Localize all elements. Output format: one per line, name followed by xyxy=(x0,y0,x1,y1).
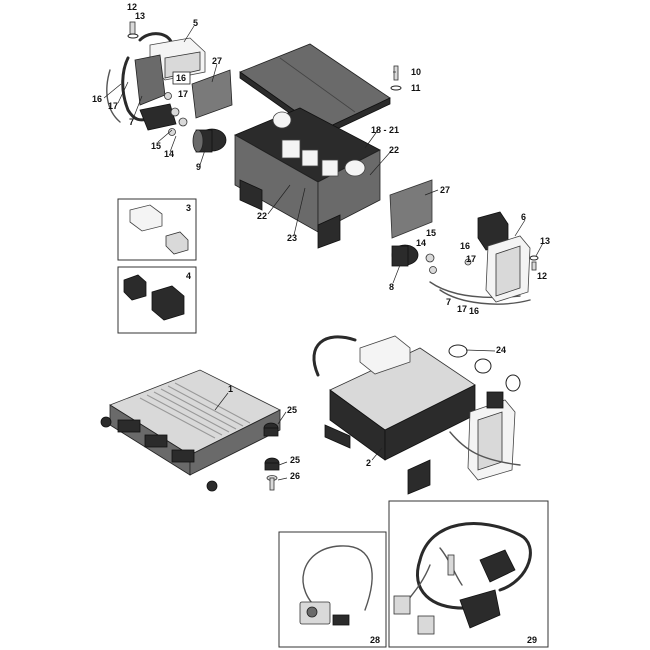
o-rings-24 xyxy=(448,344,521,392)
callout-labels: 12 13 5 27 16 17 16 17 7 15 14 9 10 11 1… xyxy=(92,2,550,645)
bolt-12-13-right xyxy=(529,255,539,271)
callout-9: 9 xyxy=(196,162,201,172)
cable-item-28 xyxy=(299,545,373,626)
callout-7-right: 7 xyxy=(446,297,451,307)
callout-25-upper: 25 xyxy=(287,405,297,415)
callout-15-right: 15 xyxy=(426,228,436,238)
callout-10: 10 xyxy=(411,67,421,77)
callout-6: 6 xyxy=(521,212,526,222)
callout-16-box xyxy=(172,71,191,85)
callout-5: 5 xyxy=(193,18,198,28)
callout-25-lower: 25 xyxy=(290,455,300,465)
callout-17-right: 17 xyxy=(466,254,476,264)
callout-29: 29 xyxy=(527,635,537,645)
callout-3: 3 xyxy=(186,203,191,213)
callout-4: 4 xyxy=(186,271,191,281)
callout-8: 8 xyxy=(389,282,394,292)
callout-15-left: 15 xyxy=(151,141,161,151)
connector-item-4 xyxy=(123,274,185,321)
callout-1: 1 xyxy=(228,384,233,394)
callout-12-top: 12 xyxy=(127,2,137,12)
connector-item-3 xyxy=(129,204,189,255)
bolt-12-13-top xyxy=(127,21,139,39)
callout-11: 11 xyxy=(411,83,421,93)
callout-13-top: 13 xyxy=(135,11,145,21)
callout-24: 24 xyxy=(496,345,506,355)
harness-bracket-right xyxy=(425,211,531,305)
callout-28: 28 xyxy=(370,635,380,645)
frame-item-28 xyxy=(278,531,387,648)
callout-26: 26 xyxy=(290,471,300,481)
callout-7-left: 7 xyxy=(129,117,134,127)
callout-16-top: 16 xyxy=(176,73,186,83)
callout-27-left: 27 xyxy=(212,56,222,66)
callout-22-left: 22 xyxy=(257,211,267,221)
connector-9 xyxy=(192,128,227,153)
assembled-unit-2 xyxy=(312,335,521,495)
callout-14-right: 14 xyxy=(416,238,426,248)
callout-23: 23 xyxy=(287,233,297,243)
connector-8 xyxy=(391,244,419,267)
callout-16-left: 16 xyxy=(92,94,102,104)
callout-12-right: 12 xyxy=(537,271,547,281)
bolt-10-11 xyxy=(390,65,402,91)
callout-13-right: 13 xyxy=(540,236,550,246)
callout-16-right: 16 xyxy=(460,241,470,251)
leader-lines xyxy=(103,25,544,481)
gasket-27-right xyxy=(389,179,433,239)
screw-26 xyxy=(266,475,278,491)
grommet-25-upper xyxy=(263,422,279,437)
callout-18-21: 18 - 21 xyxy=(371,125,399,135)
callout-22-right: 22 xyxy=(389,145,399,155)
cable-item-29 xyxy=(393,522,532,635)
gasket-27-left xyxy=(191,69,233,119)
callout-2: 2 xyxy=(366,458,371,468)
callout-17-top: 17 xyxy=(178,89,188,99)
callout-14-left: 14 xyxy=(164,149,174,159)
callout-16-bottom: 16 xyxy=(469,306,479,316)
ecu-module-1 xyxy=(100,369,281,492)
callout-17-bottom: 17 xyxy=(457,304,467,314)
housing-base xyxy=(234,107,381,249)
harness-bracket-left xyxy=(106,32,206,136)
callout-27-right: 27 xyxy=(440,185,450,195)
callout-17-left: 17 xyxy=(108,101,118,111)
grommet-25-lower xyxy=(264,457,280,471)
